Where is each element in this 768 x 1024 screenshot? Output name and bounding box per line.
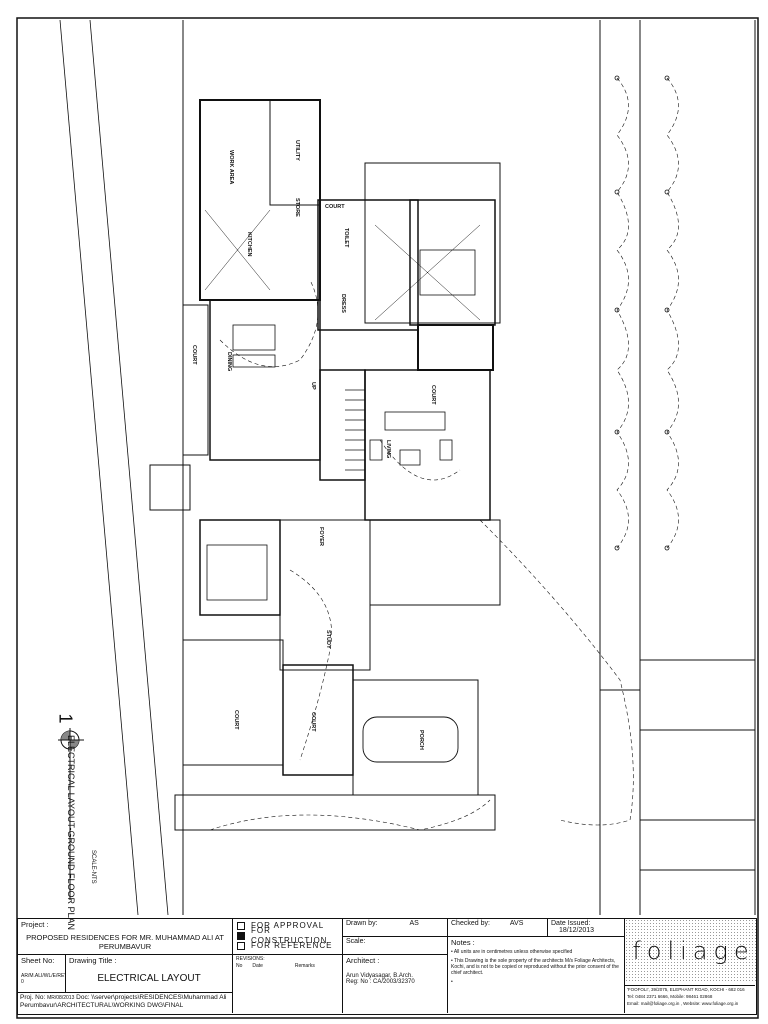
firm-web: Email: mail@foliage.org.in , Website: ww… <box>627 1001 739 1006</box>
project-label: Project : <box>21 920 49 929</box>
room-label-court: COURT <box>310 712 316 732</box>
sheet-border <box>16 17 759 1019</box>
project-cell: Project : PROPOSED RESIDENCES FOR MR. MU… <box>18 919 233 955</box>
stair-up-label: UP <box>310 382 316 390</box>
rev-col-date: Date <box>252 963 263 969</box>
firm-contact: 'FOOFOLI', 39/2075, ELEPHANT ROAD, KOCHI… <box>625 985 755 1007</box>
sheet-no-cell: Sheet No: AR/M.ALI/WL/E/REV-0 <box>18 955 66 993</box>
notes-cell: Notes : • All units are in centimetres u… <box>448 937 625 1013</box>
firm-address: 'FOOFOLI', 39/2075, ELEPHANT ROAD, KOCHI… <box>627 987 745 992</box>
notes-label: Notes : <box>451 938 475 947</box>
status-label: FOR APPROVAL <box>251 921 325 930</box>
note: • This Drawing is the sole property of t… <box>451 958 619 976</box>
room-label-toilet: TOILET <box>343 228 349 248</box>
drawing-title-label: Drawing Title : <box>69 956 117 965</box>
checked-by-value: AVS <box>509 920 524 927</box>
room-label-court: COURT <box>233 710 239 730</box>
firm-phone: Tel: 0484 2371 6666, Mobile: 98461 02868 <box>627 994 713 999</box>
checkbox-checked-icon <box>237 932 245 940</box>
rev-col-no: No <box>236 963 243 969</box>
date-label: Date Issued: <box>551 920 591 927</box>
room-label-dress: DRESS <box>340 294 346 313</box>
status-for-reference: FOR REFERENCE <box>237 941 338 951</box>
note: • <box>451 979 453 985</box>
note: • All units are in centimetres unless ot… <box>451 949 573 955</box>
status-label: FOR CONSTRUCTION <box>251 926 328 945</box>
proj-no-label: Proj. No: <box>20 994 46 1001</box>
status-label: FOR REFERENCE <box>251 941 333 950</box>
status-for-approval: FOR APPROVAL <box>237 921 338 931</box>
revisions-cell: REVISIONS: No Date Remarks <box>233 955 343 1013</box>
drawn-by-label: Drawn by: <box>346 920 378 927</box>
sheet-value: AR/M.ALI/WL/E/REV-0 <box>21 973 66 985</box>
room-label-store: STORE <box>294 198 300 217</box>
room-label-court: COURT <box>430 385 436 405</box>
checked-by-cell: Checked by: AVS <box>448 919 548 937</box>
room-label-work-area: WORK AREA <box>228 150 234 184</box>
room-label-dining: DINING <box>226 352 232 371</box>
room-label-foyer: FOYER <box>318 527 324 546</box>
doc-label: Doc: <box>76 994 90 1001</box>
title-block: Project : PROPOSED RESIDENCES FOR MR. MU… <box>17 918 757 1015</box>
drawn-by-cell: Drawn by: AS <box>343 919 448 937</box>
scale-cell: Scale: <box>343 937 448 955</box>
drawing-title-cell: Drawing Title : ELECTRICAL LAYOUT <box>66 955 233 993</box>
status-cell: FOR APPROVAL FOR CONSTRUCTION FOR REFERE… <box>233 919 343 955</box>
checked-by-label: Checked by: <box>451 920 490 927</box>
project-name: PROPOSED RESIDENCES FOR MR. MUHAMMAD ALI… <box>26 933 224 951</box>
north-symbol-icon <box>58 728 84 900</box>
room-label-utility: UTILITY <box>294 140 300 161</box>
proj-no-cell: Proj. No: MR/08/2013 Doc: \\server\proje… <box>18 993 233 1013</box>
room-label-study: STUDY <box>325 630 331 649</box>
checkbox-icon <box>237 942 245 950</box>
drawing-number: 1 <box>55 713 76 724</box>
date-value: 18/12/2013 <box>559 927 595 934</box>
revisions-label: REVISIONS: <box>236 956 265 962</box>
doc-path: \\server\projects\RESIDENCES\Muhammad Al… <box>20 994 227 1009</box>
drawing-caption: ELECTRICAL LAYOUT-GROUND FLOOR PLAN <box>66 735 76 931</box>
rev-col-remarks: Remarks <box>294 963 315 969</box>
drawing-title: ELECTRICAL LAYOUT <box>97 973 201 984</box>
drawn-by-value: AS <box>409 920 419 927</box>
architect-reg-no: Reg: No : CA/2003/32370 <box>346 979 415 985</box>
architect-cell: Architect : Arun Vidyasagar, B.Arch. Reg… <box>343 955 448 1013</box>
room-label-court: COURT <box>325 204 345 210</box>
sheet-label: Sheet No: <box>21 956 55 965</box>
checkbox-icon <box>237 922 245 930</box>
architect-name: Arun Vidyasagar, B.Arch. <box>346 973 413 979</box>
drawing-scale: SCALE-NTS <box>90 850 96 884</box>
room-label-kitchen: KITCHEN <box>246 232 252 256</box>
status-for-construction: FOR CONSTRUCTION <box>237 926 338 945</box>
room-label-porch: PORCH <box>418 730 424 750</box>
room-label-court: COURT <box>191 345 197 365</box>
proj-no-value: MR/08/2013 <box>47 995 75 1001</box>
date-cell: Date Issued: 18/12/2013 <box>548 919 625 937</box>
scale-label: Scale: <box>346 938 366 945</box>
room-label-living: LIVING <box>385 440 391 458</box>
architect-label: Architect : <box>346 956 380 965</box>
foliage-logo: foliage <box>625 919 756 983</box>
